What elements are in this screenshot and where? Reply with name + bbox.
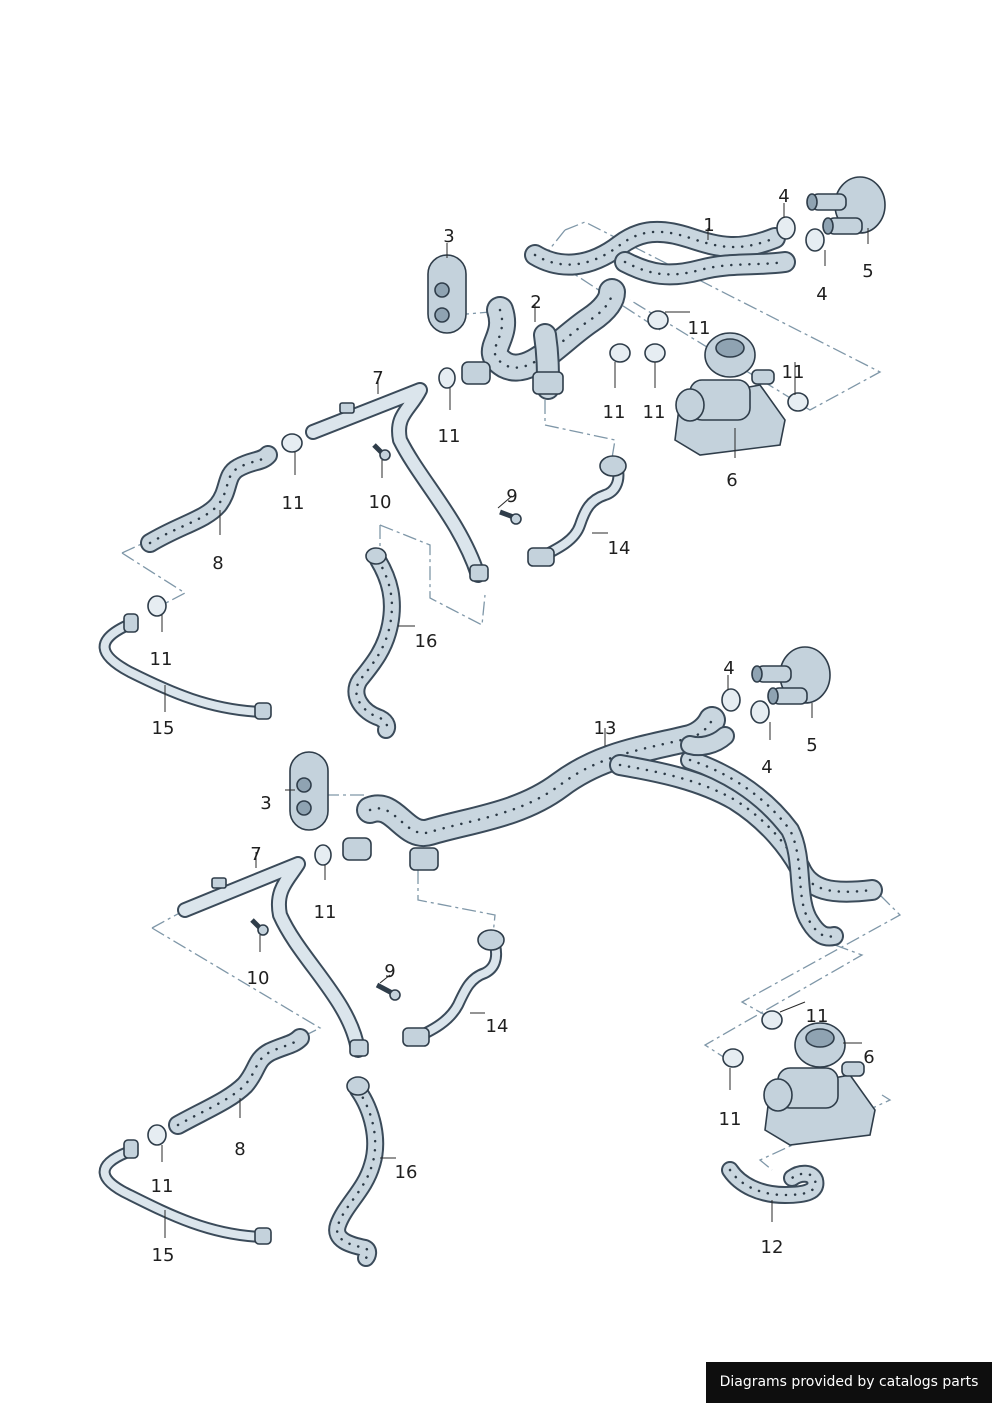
upper-label-8: 8 [212,553,223,574]
upper-screws [372,443,522,525]
lower-hose-8 [168,1028,310,1135]
lower-leaders [161,675,862,1238]
upper-grommet-3 [427,254,467,334]
lower-screws [250,918,401,1001]
lower-hose-12 [721,1161,825,1204]
upper-label-7: 7 [372,368,383,389]
upper-label-3: 3 [443,226,454,247]
upper-label-11g: 11 [150,649,173,670]
upper-leaders [161,203,869,712]
upper-label-1: 1 [703,215,714,236]
lower-label-16: 16 [395,1162,418,1183]
lower-label-4b: 4 [761,757,772,778]
upper-label-10: 10 [369,492,392,513]
upper-label-4a: 4 [778,186,789,207]
upper-label-11e: 11 [438,426,461,447]
lower-label-3: 3 [260,793,271,814]
upper-grommet-5 [806,176,886,235]
lower-label-11a: 11 [314,902,337,923]
lower-grommet-3 [289,751,329,831]
upper-hose-1 [524,220,796,286]
lower-pump-6 [763,1022,876,1146]
lower-label-5: 5 [806,735,817,756]
upper-label-14: 14 [608,538,631,559]
upper-pipe-7 [305,382,489,583]
lower-assembly: 13 3 4 4 5 6 7 8 9 10 11 11 11 11 14 15 … [98,646,902,1267]
upper-connector-2 [461,278,626,400]
upper-label-11a: 11 [688,318,711,339]
lower-labels: 13 3 4 4 5 6 7 8 9 10 11 11 11 11 14 15 … [151,658,875,1266]
upper-hose-16 [347,547,401,739]
lower-label-15: 15 [152,1245,175,1266]
lower-label-10: 10 [247,968,270,989]
upper-label-5: 5 [862,261,873,282]
lower-clamps-11 [147,844,783,1146]
lower-label-11d: 11 [719,1109,742,1130]
lower-label-9: 9 [384,961,395,982]
upper-clamps-4 [776,216,825,252]
lower-label-14: 14 [486,1016,509,1037]
upper-label-2: 2 [530,292,541,313]
upper-labels: 1 2 3 4 4 5 6 7 8 9 10 11 11 11 11 11 11… [150,186,874,739]
upper-clamps-11 [147,310,809,617]
lower-label-12: 12 [761,1237,784,1258]
lower-hose-16 [328,1076,385,1267]
lower-label-6: 6 [863,1047,874,1068]
lower-clamps-4 [721,688,770,724]
upper-label-11c: 11 [643,402,666,423]
upper-assembly: 1 2 3 4 4 5 6 7 8 9 10 11 11 11 11 11 11… [98,176,886,739]
lower-pipe-7 [177,856,369,1058]
lower-pipe-15 [98,1139,272,1245]
upper-hose-14 [527,455,627,567]
upper-hose-8 [140,445,278,553]
lower-label-11b: 11 [151,1176,174,1197]
lower-label-11c: 11 [806,1006,829,1027]
upper-label-6: 6 [726,470,737,491]
lower-hose-14 [402,929,505,1047]
upper-pipe-15 [98,613,272,720]
lower-label-13: 13 [594,718,617,739]
lower-label-8: 8 [234,1139,245,1160]
lower-label-7: 7 [250,844,261,865]
upper-label-11b: 11 [603,402,626,423]
lower-grommet-5 [751,646,831,705]
credit-banner: Diagrams provided by catalogs parts [706,1362,992,1403]
upper-label-11f: 11 [282,493,305,514]
upper-label-16: 16 [415,631,438,652]
upper-label-11d: 11 [782,362,805,383]
upper-label-15: 15 [152,718,175,739]
upper-pump-6 [674,332,786,456]
upper-label-4b: 4 [816,284,827,305]
lower-hose-13 [342,706,883,947]
upper-label-9: 9 [506,486,517,507]
lower-label-4a: 4 [723,658,734,679]
